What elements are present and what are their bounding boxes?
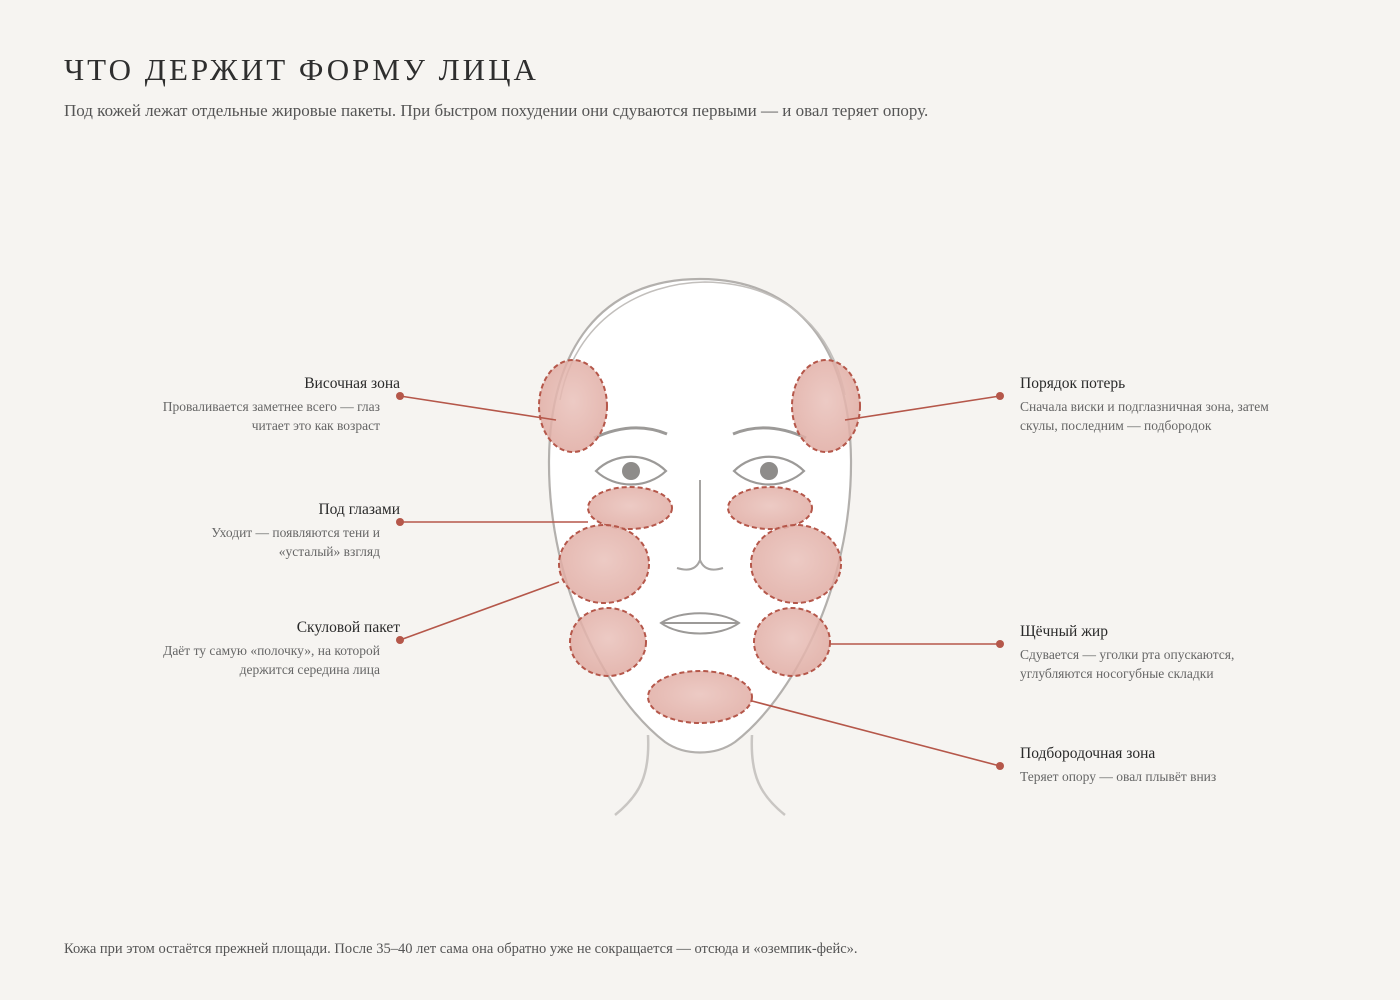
fat-pad-cheekbone-right [750, 524, 842, 604]
left-pupil [622, 462, 640, 480]
label-chin: Подбородочная зона Теряет опору — овал п… [1020, 745, 1320, 786]
leader-dot-loss-order [996, 392, 1004, 400]
label-cheek-fat: Щёчный жир Сдувается — уголки рта опуска… [1020, 623, 1260, 683]
right-pupil [760, 462, 778, 480]
fat-pad-undereye-left [587, 486, 673, 530]
mouth [659, 612, 741, 635]
leader-dot-chin [996, 762, 1004, 770]
label-loss-order-title: Порядок потерь [1020, 375, 1126, 392]
fat-pad-undereye-right [727, 486, 813, 530]
leader-chin [751, 700, 1001, 767]
face-outline-shadow [559, 281, 846, 401]
label-cheekbone-title: Скуловой пакет [296, 619, 400, 636]
fat-pads [538, 359, 861, 724]
label-temple-title: Височная зона [304, 375, 400, 392]
label-loss-order-desc: Сначала виски и подглазничная зона, зате… [1020, 399, 1269, 433]
label-under-eyes-title: Под глазами [318, 501, 400, 518]
leader-dot-under-eyes [396, 518, 404, 526]
nose [676, 480, 724, 571]
label-under-eyes-desc: Уходит — появляются тени и «усталый» взг… [211, 525, 380, 559]
label-chin-title: Подбородочная зона [1020, 745, 1156, 762]
leader-lines [399, 395, 1001, 767]
label-temple-desc: Проваливается заметнее всего — глаз чита… [162, 399, 380, 433]
fat-pad-chin [647, 670, 753, 724]
leader-dot-cheekbone [396, 636, 404, 644]
label-chin-desc: Теряет опору — овал плывёт вниз [1020, 769, 1217, 784]
neck-left-line [614, 734, 650, 816]
fat-pad-temple-right [791, 359, 861, 453]
leader-dot-temple [396, 392, 404, 400]
page-subtitle: Под кожей лежат отдельные жировые пакеты… [64, 101, 929, 120]
label-cheekbone-desc: Даёт ту самую «полочку», на которой держ… [163, 643, 380, 677]
label-under-eyes: Под глазами Уходит — появляются тени и «… [100, 501, 400, 561]
fat-pad-cheek-left [569, 607, 647, 677]
fat-pad-cheekbone-left [558, 524, 650, 604]
fat-pad-cheek-right [753, 607, 831, 677]
footnote: Кожа при этом остаётся прежней площади. … [64, 941, 858, 957]
page-title: ЧТО ДЕРЖИТ ФОРМУ ЛИЦА [64, 52, 539, 87]
neck-right-line [750, 734, 786, 816]
fat-pad-temple-left [538, 359, 608, 453]
leader-temple [399, 395, 557, 421]
leader-dot-cheek-fat [996, 640, 1004, 648]
label-cheek-fat-title: Щёчный жир [1020, 623, 1108, 640]
label-cheekbone: Скуловой пакет Даёт ту самую «полочку», … [100, 619, 400, 679]
left-eyebrow [593, 426, 668, 440]
label-loss-order: Порядок потерь Сначала виски и подглазни… [1020, 375, 1285, 435]
leader-dots [396, 392, 1004, 770]
label-temple: Височная зона Проваливается заметнее все… [100, 375, 400, 435]
label-cheek-fat-desc: Сдувается — уголки рта опускаются, углуб… [1020, 647, 1235, 681]
leader-loss-order [844, 395, 1001, 421]
leader-cheekbone [399, 581, 560, 641]
